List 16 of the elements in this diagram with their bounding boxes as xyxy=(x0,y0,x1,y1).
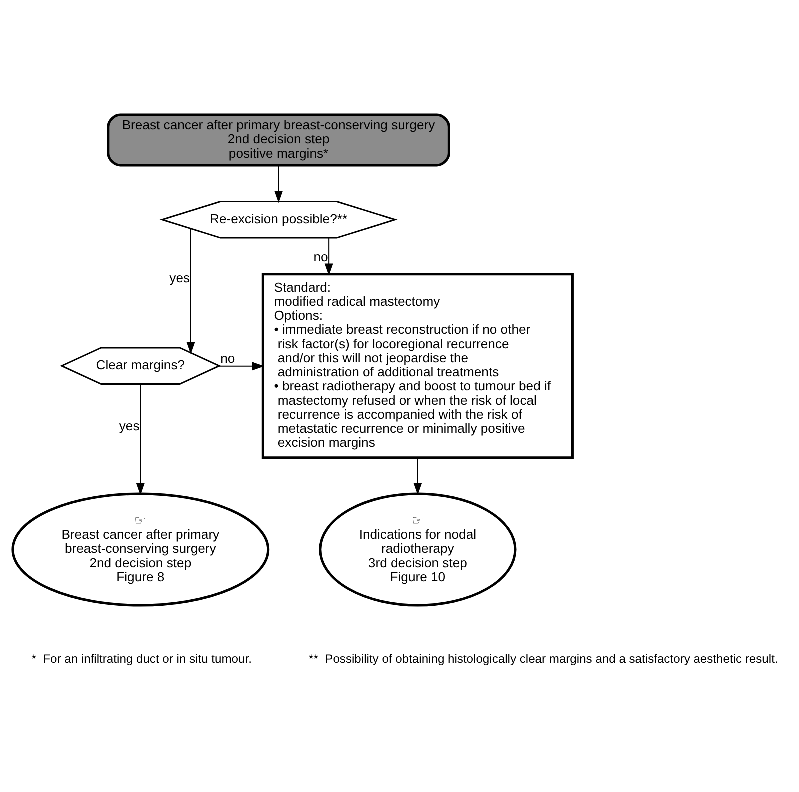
label: ** Possibility of obtaining histologically clear margins and a satisfactory aesthetic result. xyxy=(308,651,778,666)
edge-label: no xyxy=(313,249,328,264)
arrow xyxy=(274,165,283,203)
arrow xyxy=(413,457,422,495)
node-box: Standard: modified radical mastectomy Options: • immediate breast reconstruction if no other risk factor(s) for locoregional recurrence and/or this will not jeopardise the administration of additional treatments • breast radiotherapy and boost to tumour bed if mastectomy refused or when the risk of local recurrence is accompanied with the risk of metastatic recurrence or minimally positive excision margins xyxy=(261,272,574,459)
arrow xyxy=(136,384,144,495)
node-ellipse: ☞ Indications for nodal radiotherapy 3rd decision step Figure 10 xyxy=(318,492,516,606)
node-box: Breast cancer after primary breast-conserving surgery 2nd decision step positive margins* xyxy=(106,113,450,166)
arrow xyxy=(186,228,195,354)
edge-label: yes xyxy=(169,270,190,285)
edge-label: no xyxy=(220,350,235,366)
node-ellipse: ☞ Breast cancer after primary breast-conserving surgery 2nd decision step Figure 8 xyxy=(11,492,270,606)
label: * For an infiltrating duct or in situ tumour. xyxy=(31,651,252,666)
edge-label: yes xyxy=(118,418,140,433)
arrow xyxy=(324,238,333,276)
arrow xyxy=(218,362,264,370)
